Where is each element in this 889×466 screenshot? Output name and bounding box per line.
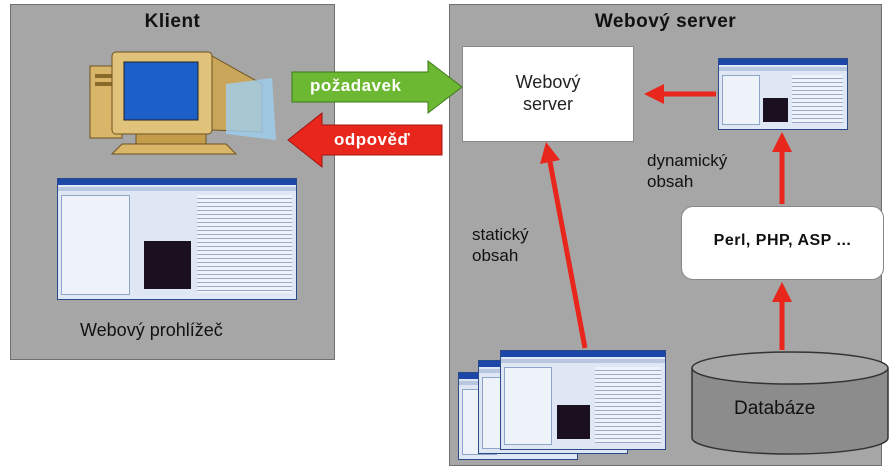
request-label: požadavek [310, 76, 402, 95]
browser-label: Webový prohlížeč [80, 320, 223, 340]
database-label: Databáze [734, 398, 816, 419]
server-title: Webový server [594, 11, 737, 32]
scripting-box: Perl, PHP, ASP ... [681, 206, 884, 280]
client-title: Klient [144, 11, 201, 32]
static-page-icon-1 [500, 350, 666, 450]
browser-window-icon [57, 178, 297, 300]
web-server-box: Webový server [462, 46, 634, 142]
web-server-box-label: Webový server [515, 72, 581, 114]
dynamic-content-label: dynamický obsah [647, 151, 728, 191]
scripting-box-label: Perl, PHP, ASP ... [713, 232, 852, 249]
response-label: odpověď [334, 130, 411, 149]
dynamic-page-icon [718, 58, 848, 130]
static-content-label: statický obsah [472, 225, 529, 265]
